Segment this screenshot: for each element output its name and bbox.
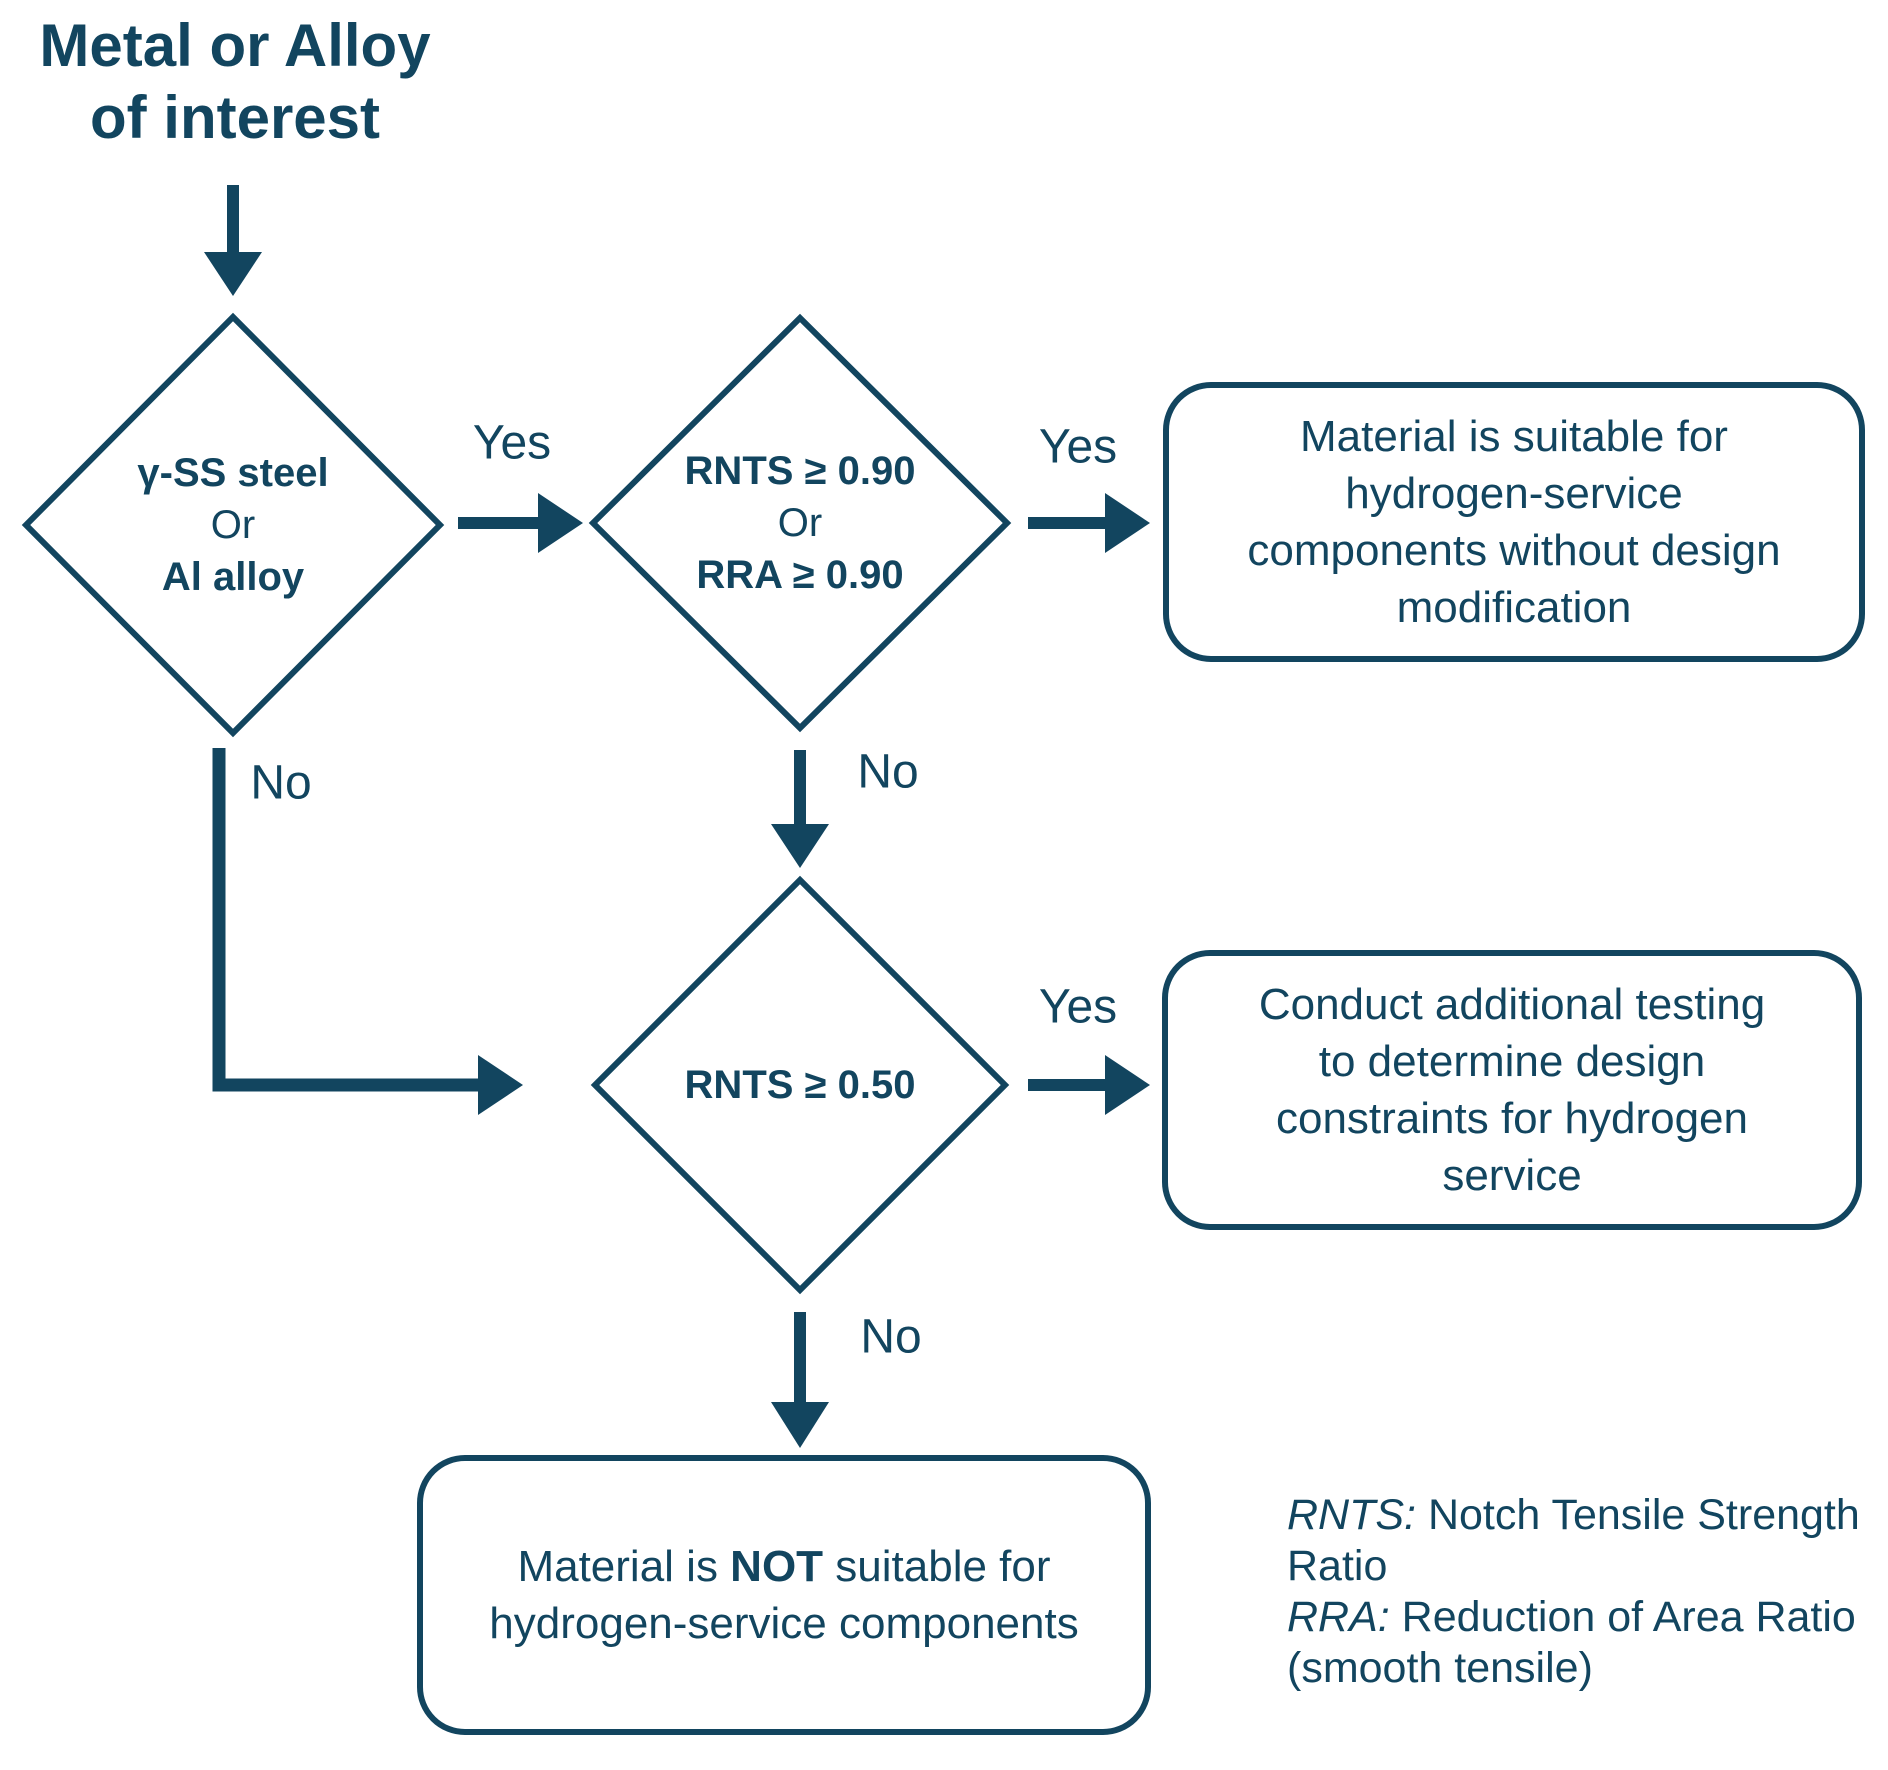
outcome-not-suitable-box: Material is NOT suitable for hydrogen-se… [417,1455,1151,1735]
edge-label-yes-3: Yes [1038,980,1118,1034]
decision-ratio090-line1: RNTS ≥ 0.90 [684,449,916,493]
outcome-suitable-line4: modification [1396,583,1632,632]
outcome-testing-line1: Conduct additional testing [1258,980,1766,1029]
outcome-suitable-line1: Material is suitable for [1300,412,1728,461]
edge-label-yes-1: Yes [472,416,552,470]
decision-material-type-shape [21,312,445,738]
decision-ratio090-text: RNTS ≥ 0.90 Or RRA ≥ 0.90 [685,445,916,601]
legend-term-rra: RRA: [1287,1593,1390,1641]
outcome-testing-box: Conduct additional testing to determine … [1162,950,1862,1230]
outcome-testing-line3: constraints for hydrogen [1275,1094,1749,1143]
legend-line4: (smooth tensile) [1287,1644,1593,1692]
legend-line2: Ratio [1287,1542,1388,1590]
outcome-not-suitable-line1-bold: NOT [730,1542,824,1591]
arrow-ratio090-to-ratio050 [771,750,829,868]
decision-ratio050-text: RNTS ≥ 0.50 [685,1059,916,1111]
start-node-title-line2: of interest [89,84,381,151]
edge-label-no-1: No [857,745,919,799]
outcome-not-suitable-line1-pre: Material is [517,1542,731,1591]
arrow-material-type-to-ratio050 [212,748,523,1115]
outcome-not-suitable-line1: Material is NOT suitable for [517,1538,1050,1595]
outcome-suitable-box: Material is suitable for hydrogen-servic… [1163,382,1865,662]
edge-label-no-2: No [250,756,312,810]
edge-label-no-3: No [860,1310,922,1364]
decision-material-type-line3: Al alloy [161,555,305,599]
decision-material-type-line1: γ-SS steel [137,451,329,495]
start-node-title-line1: Metal or Alloy [39,12,431,79]
legend-line3: RRA: Reduction of Area Ratio [1287,1592,1877,1643]
legend-term-rnts: RNTS: [1287,1491,1416,1539]
arrow-ratio090-to-suitable [1028,493,1150,553]
legend-line1: RNTS: Notch Tensile Strength [1287,1490,1877,1541]
outcome-suitable-line3: components without design [1247,526,1781,575]
legend-rra-definition: Reduction of Area Ratio [1389,1593,1856,1641]
decision-ratio090-line3: RRA ≥ 0.90 [696,553,904,597]
arrow-ratio050-to-testing [1028,1055,1150,1115]
arrow-start-to-material-type [204,185,262,296]
decision-ratio090-line2: Or [777,501,823,545]
outcome-testing-line4: service [1442,1151,1582,1200]
arrow-material-type-to-ratio090 [458,493,583,553]
arrow-ratio050-to-not-suitable [771,1312,829,1448]
edge-label-yes-2: Yes [1038,420,1118,474]
decision-ratio050-line1: RNTS ≥ 0.50 [684,1063,916,1107]
decision-material-type-line2: Or [210,503,256,547]
decision-ratio050-shape [590,875,1010,1295]
outcome-not-suitable-line1-post: suitable for [823,1542,1051,1591]
legend: RNTS: Notch Tensile Strength Ratio RRA: … [1287,1490,1877,1694]
decision-ratio090-shape [588,313,1012,733]
decision-material-type-text: γ-SS steel Or Al alloy [137,447,328,603]
legend-rnts-definition: Notch Tensile Strength [1416,1491,1860,1539]
start-node-title: Metal or Alloy of interest [30,10,440,154]
outcome-suitable-line2: hydrogen-service [1345,469,1683,518]
outcome-testing-line2: to determine design [1318,1037,1706,1086]
outcome-not-suitable-line2: hydrogen-service components [489,1599,1079,1648]
